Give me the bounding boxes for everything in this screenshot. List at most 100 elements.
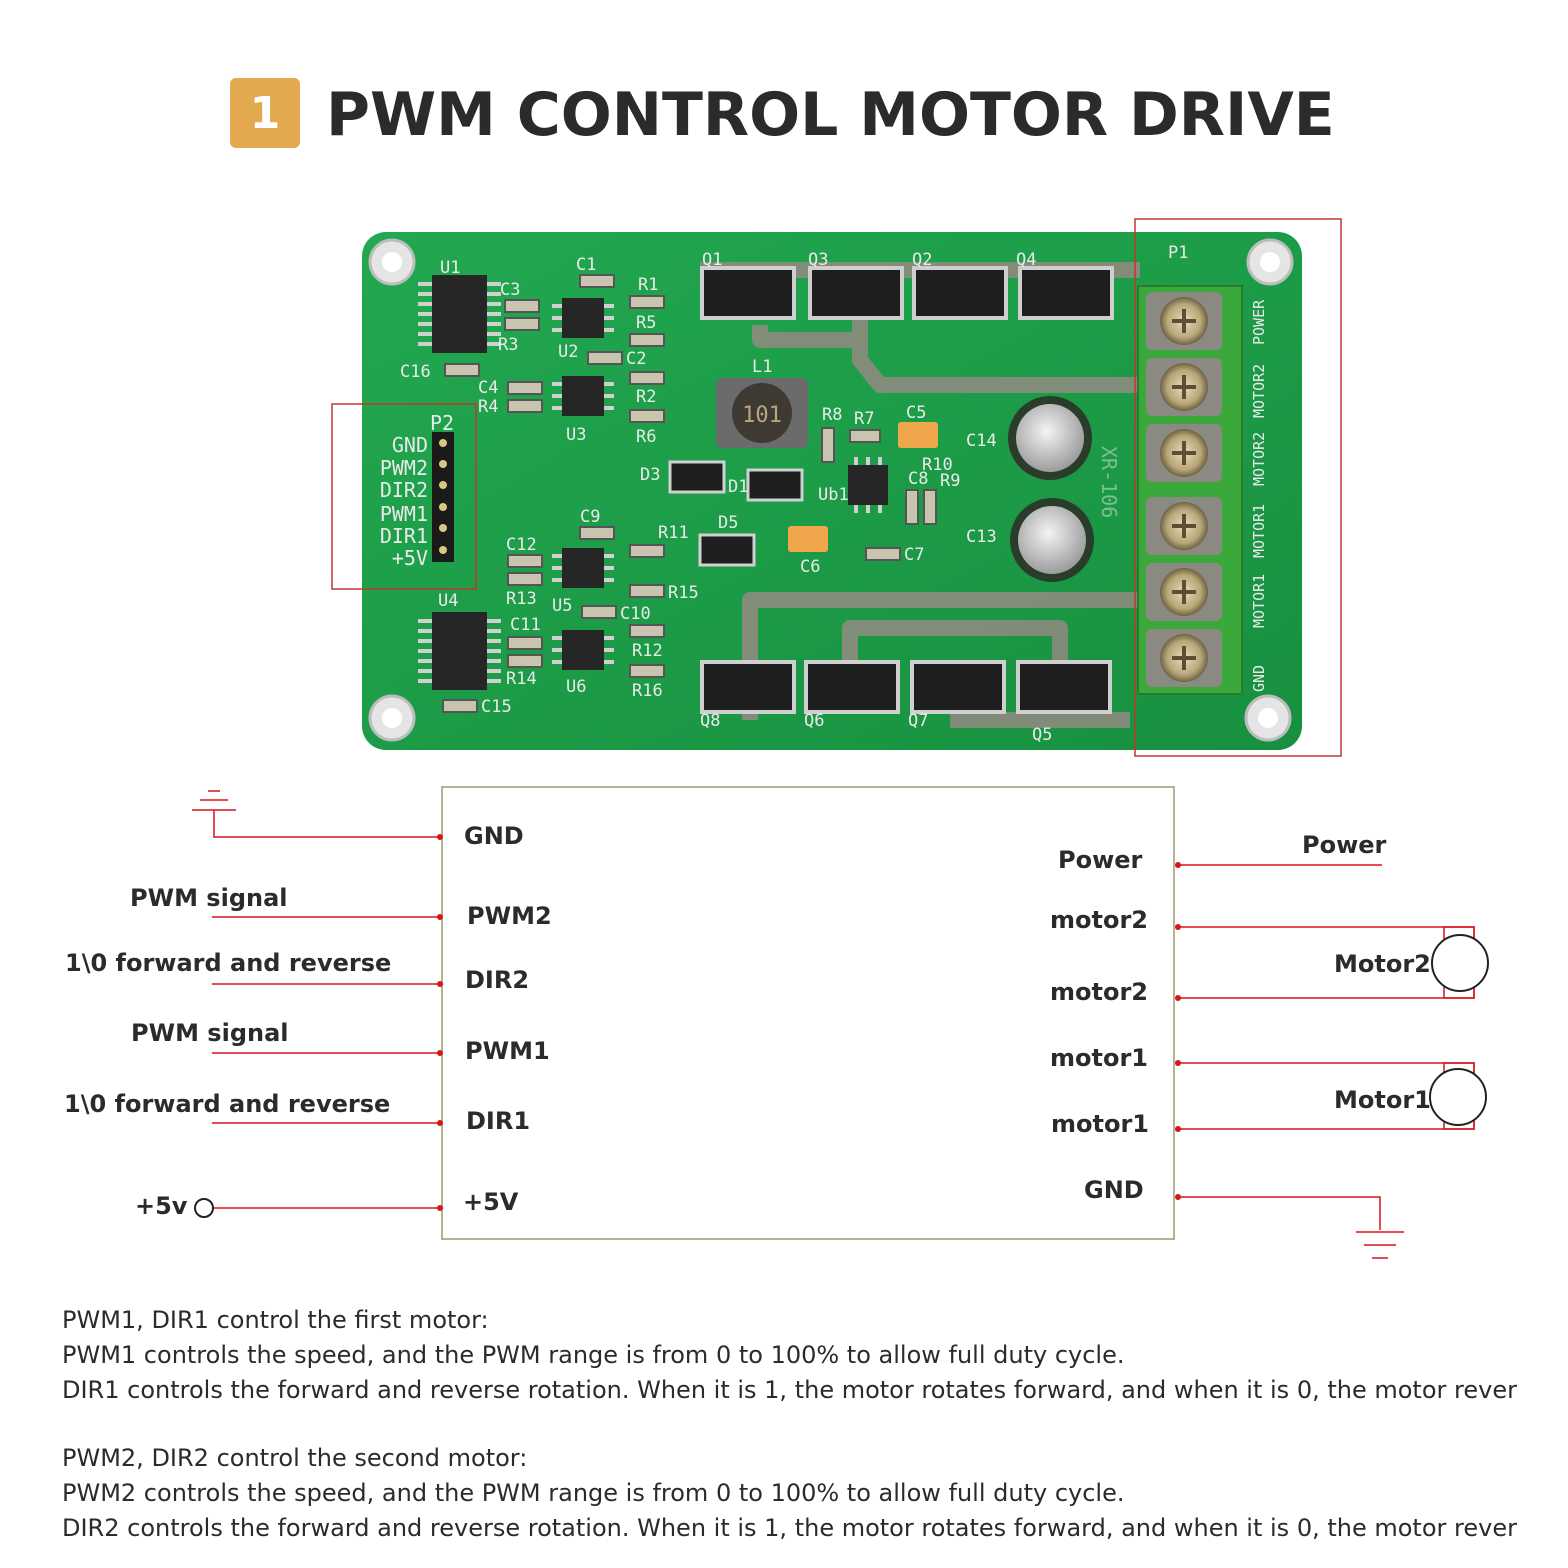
component-label: R15 [668, 583, 699, 603]
component-label: C15 [481, 697, 512, 717]
component-label: Q5 [1032, 725, 1052, 745]
pin-label-motor1-a: motor1 [1050, 1044, 1148, 1072]
component-label: D5 [718, 513, 738, 533]
component-label: R13 [506, 589, 537, 609]
pin-label-motor2-a: motor2 [1050, 906, 1148, 934]
component-label: Q4 [1016, 250, 1036, 270]
component-label: R12 [632, 641, 663, 661]
tantalum-capacitor [788, 422, 938, 552]
component-label: C2 [626, 349, 646, 369]
motor1-label: Motor1 [1334, 1086, 1431, 1114]
header-pin-label: GND [392, 433, 428, 457]
component-label: C16 [400, 362, 431, 382]
signal-label-pwm: PWM signal [131, 1019, 289, 1047]
board-label: XR-106 [1097, 446, 1121, 518]
component-label: C13 [966, 527, 997, 547]
pin-label-pwm2: PWM2 [467, 902, 552, 930]
ground-symbol [192, 790, 236, 811]
header-pin-label: DIR1 [380, 524, 428, 548]
header-pin-label: PWM2 [380, 456, 428, 480]
driver-module-box [441, 786, 1175, 1240]
terminal-label: MOTOR1 [1250, 574, 1268, 628]
motor2-label: Motor2 [1334, 950, 1431, 978]
component-label: Ub1 [818, 485, 849, 505]
component-label: Q6 [804, 711, 824, 731]
component-label: R7 [854, 409, 874, 429]
component-label: D1 [728, 477, 748, 497]
signal-label-direction: 1\0 forward and reverse [65, 949, 392, 977]
component-label: L1 [752, 357, 772, 377]
pin-label-motor1-b: motor1 [1051, 1110, 1149, 1138]
description-heading: PWM2, DIR2 control the second motor: [62, 1444, 528, 1472]
header-pin-label: +5V [392, 546, 428, 570]
component-label: U4 [438, 591, 458, 611]
component-label: Q2 [912, 250, 932, 270]
description-line: DIR2 controls the forward and reverse ro… [62, 1514, 1517, 1542]
component-label: R6 [636, 427, 656, 447]
diode [668, 460, 804, 567]
component-label: Q7 [908, 711, 928, 731]
supply-terminal-icon [194, 1198, 214, 1218]
pin-label-gnd-right: GND [1084, 1176, 1144, 1204]
ic-chip [432, 275, 888, 690]
component-label: R8 [822, 405, 842, 425]
ground-symbol [1356, 1231, 1404, 1259]
component-label: U6 [566, 677, 586, 697]
terminal-label: POWER [1250, 299, 1268, 345]
component-label: U2 [558, 342, 578, 362]
component-label: R2 [636, 387, 656, 407]
description-line: DIR1 controls the forward and reverse ro… [62, 1376, 1517, 1404]
component-label: R1 [638, 275, 658, 295]
description-line: PWM2 controls the speed, and the PWM ran… [62, 1479, 1125, 1507]
smd-component [442, 274, 937, 713]
component-label: C14 [966, 431, 997, 451]
header-pin-label: DIR2 [380, 478, 428, 502]
component-label: R4 [478, 397, 498, 417]
component-label: C7 [904, 545, 924, 565]
component-label: C8 [908, 469, 928, 489]
pin-label-motor2-b: motor2 [1050, 978, 1148, 1006]
pin-label-5v: +5V [463, 1188, 519, 1216]
component-label: U3 [566, 425, 586, 445]
component-label: C5 [906, 403, 926, 423]
step-badge: 1 [230, 78, 300, 148]
signal-label-pwm: PWM signal [130, 884, 288, 912]
terminal-label: MOTOR1 [1250, 504, 1268, 558]
component-label: R10 [922, 455, 953, 475]
page-title: PWM CONTROL MOTOR DRIVE [326, 80, 1335, 150]
component-label: C11 [510, 615, 541, 635]
component-label: Q8 [700, 711, 720, 731]
component-label: C1 [576, 255, 596, 275]
component-label: C6 [800, 557, 820, 577]
component-label: C10 [620, 604, 651, 624]
terminal-block-label: P1 [1168, 243, 1188, 263]
component-label: D3 [640, 465, 660, 485]
terminal-label: MOTOR2 [1250, 364, 1268, 418]
component-label: R11 [658, 523, 689, 543]
component-label: Q1 [702, 250, 722, 270]
signal-label-5v: +5v [135, 1192, 188, 1220]
motor1-icon [1429, 1068, 1487, 1126]
component-label: R3 [498, 335, 518, 355]
header-p2 [432, 432, 454, 562]
component-label: Q3 [808, 250, 828, 270]
pin-label-power: Power [1058, 846, 1143, 874]
electrolytic-capacitor [1008, 396, 1094, 582]
motor2-icon [1431, 934, 1489, 992]
pin-label-pwm1: PWM1 [465, 1037, 550, 1065]
component-label: C9 [580, 507, 600, 527]
terminal-label: MOTOR2 [1250, 432, 1268, 486]
description-line: PWM1 controls the speed, and the PWM ran… [62, 1341, 1125, 1369]
component-label: R14 [506, 669, 537, 689]
terminal-screw [1146, 292, 1222, 687]
component-label: C12 [506, 535, 537, 555]
header-pin-label: PWM1 [380, 502, 428, 526]
signal-label-direction: 1\0 forward and reverse [64, 1090, 391, 1118]
component-label: U1 [440, 258, 460, 278]
inductor-marking: 101 [742, 403, 782, 428]
description-heading: PWM1, DIR1 control the first motor: [62, 1306, 489, 1334]
mosfet [700, 266, 1114, 714]
component-label: C3 [500, 280, 520, 300]
component-label: R9 [940, 471, 960, 491]
